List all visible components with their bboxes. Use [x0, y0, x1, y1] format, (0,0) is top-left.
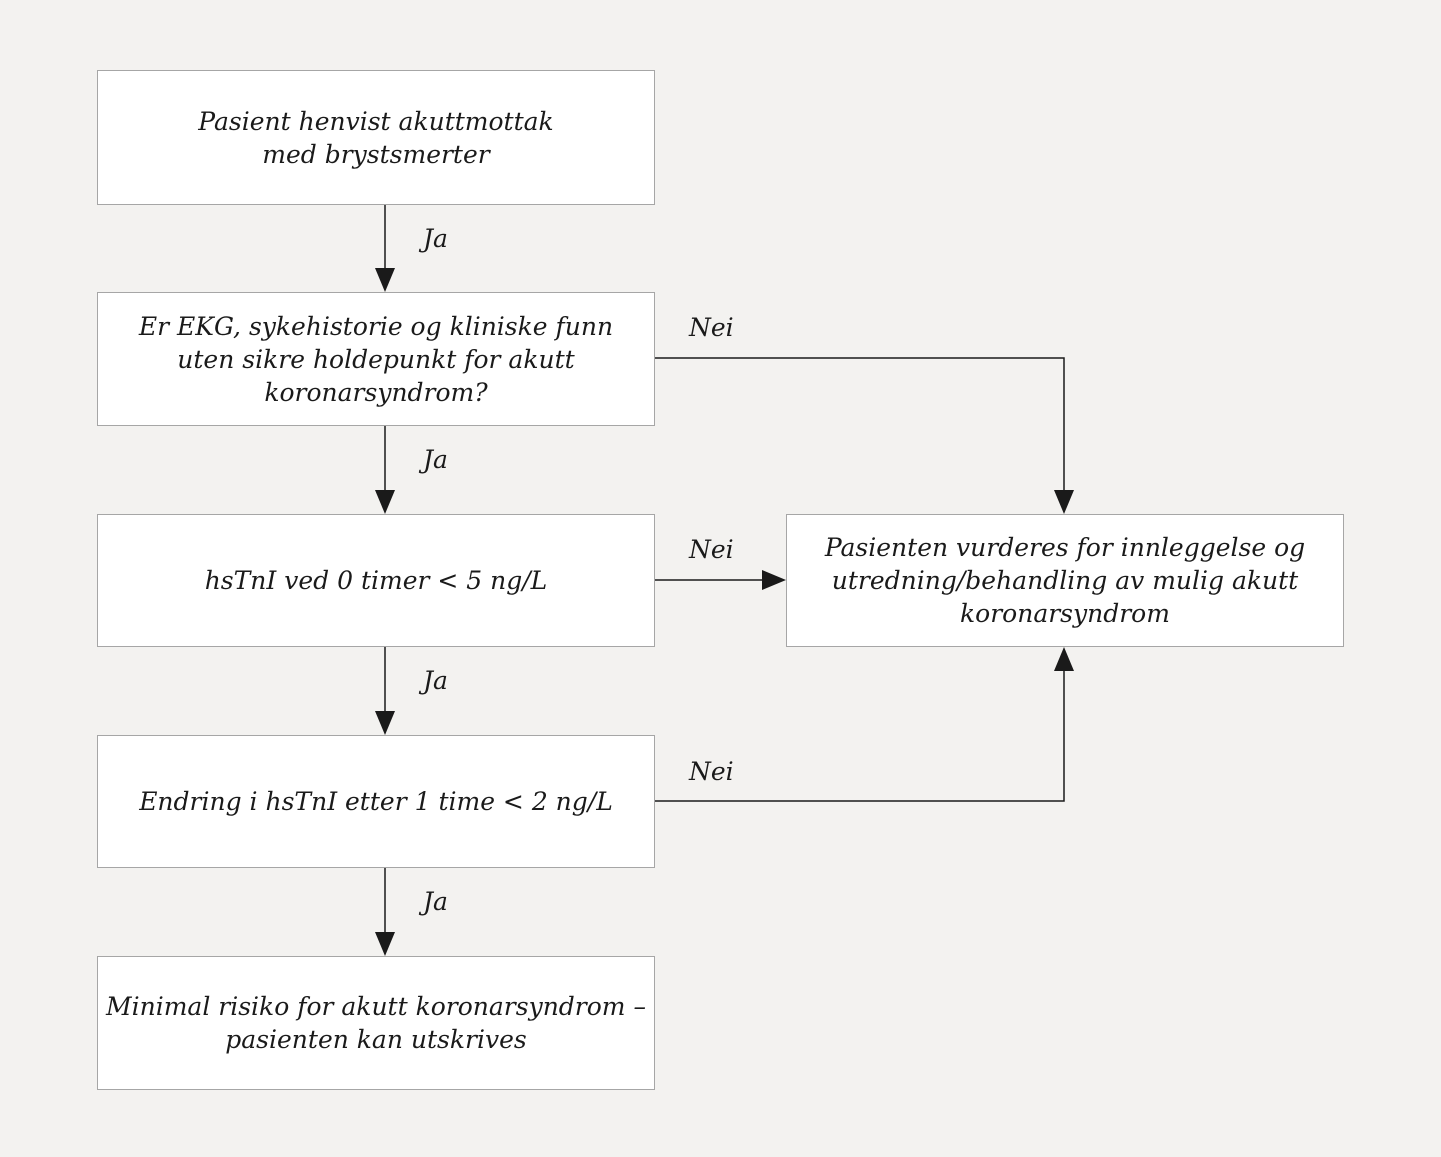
edge-label-q1-admit: Nei: [689, 313, 734, 342]
node-q2-text: hsTnI ved 0 timer < 5 ng/L: [204, 566, 548, 595]
node-q3-text: Endring i hsTnI etter 1 time < 2 ng/L: [139, 787, 613, 816]
edge-label-q2-q3: Ja: [423, 666, 448, 695]
edge-label-start-q1: Ja: [423, 224, 448, 253]
arrowhead-q3-to-end: [375, 932, 395, 956]
arrowhead-q2-to-q3: [375, 711, 395, 735]
arrowhead-start-to-q1: [375, 268, 395, 292]
node-end-low: Minimal risiko for akutt koronarsyndrom …: [97, 956, 655, 1090]
arrow-q1-to-admit: [655, 357, 1065, 490]
arrowhead-q2-to-admit: [762, 570, 786, 590]
node-q2: hsTnI ved 0 timer < 5 ng/L: [97, 514, 655, 647]
edge-label-q3-admit: Nei: [689, 757, 734, 786]
node-q1: Er EKG, sykehistorie og kliniske funn ut…: [97, 292, 655, 426]
edge-label-q1-q2: Ja: [423, 445, 448, 474]
node-end-admit-text: Pasienten vurderes for innleggelse og ut…: [824, 533, 1306, 628]
arrowhead-q1-to-q2: [375, 490, 395, 514]
arrow-q3-to-admit: [655, 671, 1065, 802]
node-end-low-text: Minimal risiko for akutt koronarsyndrom …: [106, 992, 646, 1054]
node-q1-text: Er EKG, sykehistorie og kliniske funn ut…: [138, 311, 614, 407]
node-start-text: Pasient henvist akuttmottak med brystsme…: [198, 106, 554, 169]
arrowhead-q1-to-admit: [1054, 490, 1074, 514]
edge-label-q2-admit: Nei: [689, 535, 734, 564]
node-end-admit: Pasienten vurderes for innleggelse og ut…: [786, 514, 1344, 647]
edge-label-q3-end: Ja: [423, 887, 448, 916]
node-q3: Endring i hsTnI etter 1 time < 2 ng/L: [97, 735, 655, 868]
arrowhead-q3-to-admit: [1054, 647, 1074, 671]
node-start: Pasient henvist akuttmottak med brystsme…: [97, 70, 655, 205]
